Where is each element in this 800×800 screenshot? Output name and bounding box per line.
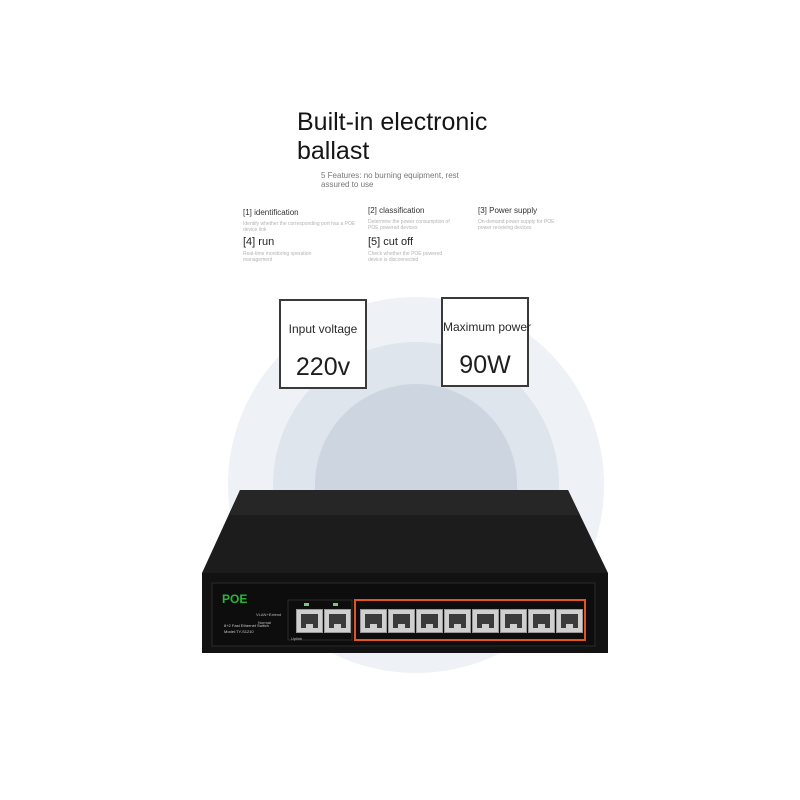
feature-head: [1] identification [243, 208, 299, 217]
poe-port[interactable] [388, 609, 415, 633]
spec-label: Input voltage [288, 322, 358, 336]
feature-identification: [1] identification Identify whether the … [243, 208, 361, 233]
feature-desc: Identify whether the corresponding port … [243, 221, 356, 233]
feature-head: [5] cut off [368, 236, 414, 248]
feature-run: [4] run Real-time monitoring operation m… [243, 236, 313, 263]
spec-input-voltage: Input voltage 220v [279, 299, 367, 389]
poe-port[interactable] [472, 609, 499, 633]
poe-port[interactable] [416, 609, 443, 633]
feature-classification: [2] classification Determine the power c… [368, 206, 460, 231]
page-title: Built-in electronic ballast [297, 108, 487, 166]
feature-desc: Real-time monitoring operation managemen… [243, 251, 312, 263]
switch-port-panel-red [354, 599, 586, 641]
feature-head: [4] run [243, 236, 275, 248]
port-jack [301, 614, 318, 628]
port-jack [533, 614, 550, 628]
poe-port[interactable] [500, 609, 527, 633]
device-line: 8+2 Fast Ethernet Switch [224, 623, 269, 628]
port-jack [561, 614, 578, 628]
port-jack [365, 614, 382, 628]
port-jack [393, 614, 410, 628]
poe-port[interactable] [556, 609, 583, 633]
feature-head: [2] classification [368, 206, 425, 215]
uplink-port[interactable] [324, 609, 351, 633]
port-jack [421, 614, 438, 628]
port-jack [477, 614, 494, 628]
feature-desc: Check whether the POE powered device is … [368, 251, 443, 263]
mode-vlan: VLAN+Extend [256, 612, 282, 617]
title-line-1: Built-in electronic [297, 108, 488, 136]
port-led [333, 603, 338, 606]
mode-normal: Normal [258, 620, 271, 625]
spec-label: Maximum power [443, 320, 532, 334]
spec-value: 90W [459, 351, 511, 379]
device-model: Model:TY-S1210 [224, 629, 254, 634]
switch-uplink-panel [287, 599, 353, 641]
port-jack [505, 614, 522, 628]
feature-cut-off: [5] cut off Check whether the POE powere… [368, 236, 456, 263]
feature-head: [3] Power supply [478, 206, 538, 215]
switch-top-sheen [230, 490, 580, 515]
port-jack [329, 614, 346, 628]
spec-value: 220v [295, 353, 351, 381]
poe-port[interactable] [444, 609, 471, 633]
feature-desc: Determine the power consumption of POE p… [368, 219, 450, 231]
title-line-2: ballast [297, 137, 370, 165]
feature-power-supply: [3] Power supply On-demand power supply … [478, 206, 566, 231]
poe-port[interactable] [528, 609, 555, 633]
port-jack [449, 614, 466, 628]
poe-port[interactable] [360, 609, 387, 633]
uplink-port[interactable] [296, 609, 323, 633]
subtitle: 5 Features: no burning equipment, rest a… [321, 171, 459, 189]
uplink-label: Uplink [291, 636, 303, 641]
brand-logo: POE [222, 592, 248, 606]
port-led [304, 603, 309, 606]
feature-desc: On-demand power supply for POE power rec… [478, 219, 555, 231]
spec-maximum-power: Maximum power 90W [441, 297, 532, 387]
